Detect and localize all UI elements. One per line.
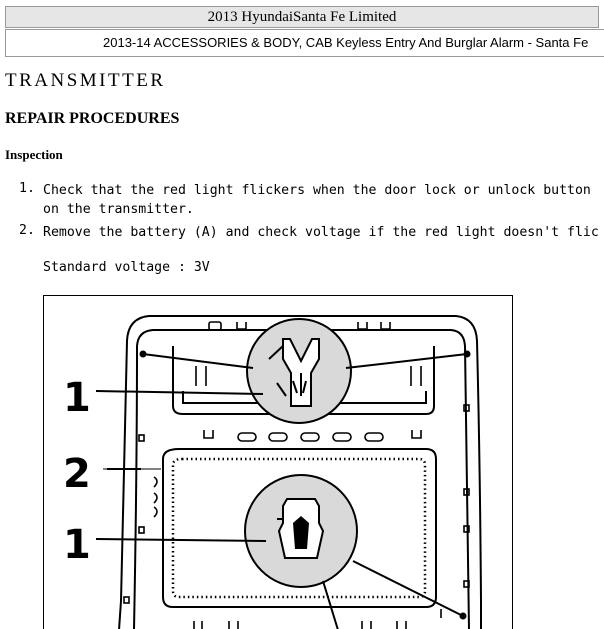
step-2: 2. Remove the battery (A) and check volt… <box>19 223 604 243</box>
step-1: 1. Check that the red light flickers whe… <box>19 181 604 221</box>
step-line: Remove the battery (A) and check voltage… <box>43 225 599 240</box>
callout-2: 2 <box>63 451 91 497</box>
step-number: 1. <box>19 181 35 196</box>
document-title-bar: 2013 HyundaiSanta Fe Limited <box>5 6 599 28</box>
document-title: 2013 HyundaiSanta Fe Limited <box>207 9 397 25</box>
step-number: 2. <box>19 223 35 238</box>
section-title: TRANSMITTER <box>5 70 166 91</box>
transmitter-figure: 1 2 1 <box>43 295 513 629</box>
callout-1-top: 1 <box>63 375 91 421</box>
step-line: Check that the red light flickers when t… <box>43 183 591 198</box>
subsection-title: REPAIR PROCEDURES <box>5 110 180 127</box>
step-line: on the transmitter. <box>43 202 194 217</box>
document-subtitle-bar: 2013-14 ACCESSORIES & BODY, CAB Keyless … <box>5 29 604 57</box>
figure-drawing: 1 2 1 <box>63 315 482 629</box>
document-subtitle: 2013-14 ACCESSORIES & BODY, CAB Keyless … <box>103 35 589 50</box>
standard-voltage: Standard voltage : 3V <box>43 260 210 275</box>
dotted-seam <box>171 457 427 599</box>
inspection-heading: Inspection <box>5 147 63 162</box>
callout-1-bottom: 1 <box>63 522 91 568</box>
